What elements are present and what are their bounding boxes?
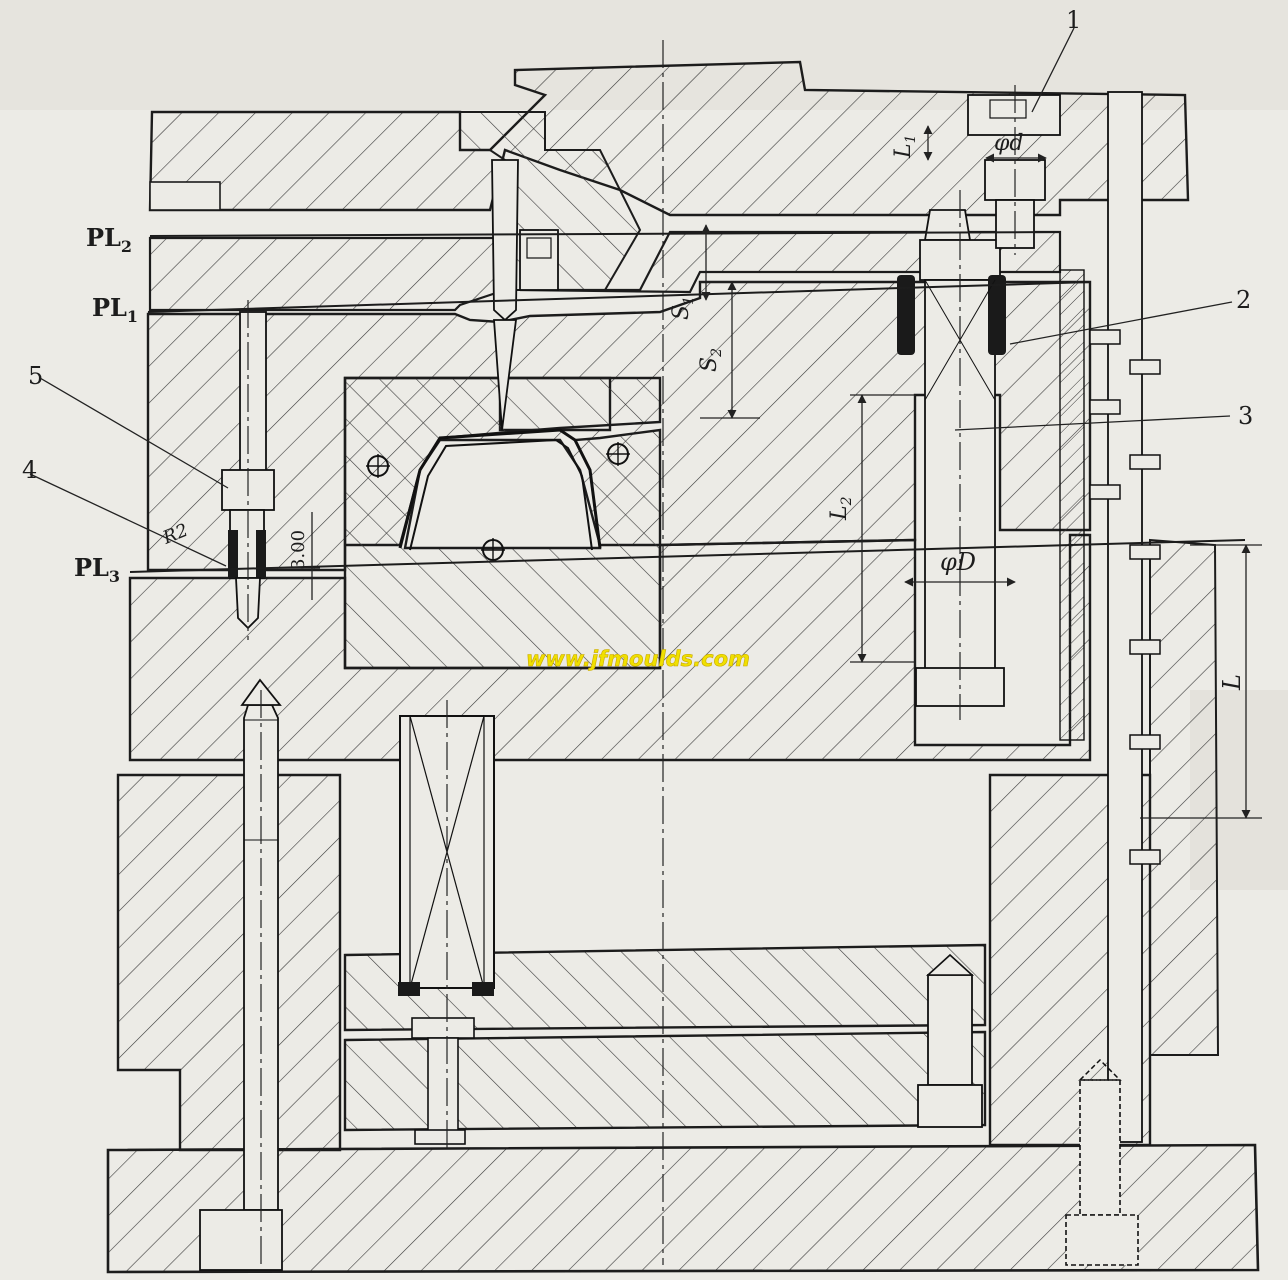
- bottom-plate-screw: [1065, 1058, 1139, 1266]
- callout-labels: 1 2 3 4 5: [22, 6, 1253, 484]
- svg-text:S1: S1: [669, 296, 697, 320]
- pl3-label: PL: [74, 553, 109, 582]
- svg-text:S2: S2: [697, 348, 725, 372]
- dim-s1: S: [669, 305, 694, 320]
- top-clamp-plate: [148, 60, 1190, 291]
- side-guide-bar: [1059, 91, 1161, 1143]
- dim-gap: 3.00: [288, 530, 309, 570]
- dim-phi-D: φD: [940, 548, 976, 576]
- core-plate: [128, 533, 1092, 762]
- svg-text:L1: L1: [891, 134, 919, 159]
- pl2-subscript: 2: [121, 237, 132, 256]
- svg-text:PL2: PL2: [86, 223, 132, 256]
- callout-3: 3: [1238, 402, 1253, 430]
- dim-l1-sub: 1: [903, 134, 919, 143]
- pl1-label: PL: [92, 293, 127, 322]
- cooling-channel-icon: [606, 442, 630, 466]
- sprue-bushing: [491, 159, 559, 431]
- pl3-subscript: 3: [109, 567, 120, 586]
- pl1-subscript: 1: [127, 307, 138, 326]
- dim-l2: L: [827, 505, 852, 521]
- dim-s2-sub: 2: [709, 348, 725, 358]
- dim-s1-sub: 1: [681, 296, 697, 305]
- callout-2: 2: [1236, 286, 1251, 314]
- dimension-lines: [268, 125, 1262, 819]
- ejector-plate-screw: [917, 953, 983, 1128]
- svg-text:PL1: PL1: [92, 293, 138, 326]
- callout-4: 4: [22, 456, 37, 484]
- svg-text:PL3: PL3: [74, 553, 120, 586]
- watermark: www.jfmoulds.com: [526, 647, 750, 671]
- dim-l1: L: [891, 143, 916, 159]
- parting-line-marks: [129, 231, 1246, 573]
- dim-s2: S: [697, 357, 722, 372]
- leader-lines: [29, 27, 1233, 567]
- dim-l2-sub: 2: [839, 496, 855, 506]
- callout-1: 1: [1066, 6, 1081, 34]
- dim-l: L: [1218, 674, 1246, 691]
- cooling-channel-icon: [481, 538, 505, 562]
- parting-line-labels: PL2 PL1 PL3: [74, 223, 138, 586]
- callout-5: 5: [28, 362, 43, 390]
- dim-phi-d: φd: [994, 131, 1024, 156]
- ejector-plate: [343, 1030, 987, 1132]
- bottom-clamp-plate: [106, 1143, 1260, 1274]
- socket-head-screw: [967, 94, 1061, 249]
- pl2-label: PL: [86, 223, 121, 252]
- svg-text:L2: L2: [827, 496, 855, 521]
- spacer-blocks: [116, 538, 1220, 1152]
- ejector-retainer-plate: [343, 943, 987, 1032]
- cooling-channel-icon: [366, 454, 390, 478]
- center-lines: [247, 40, 1016, 1268]
